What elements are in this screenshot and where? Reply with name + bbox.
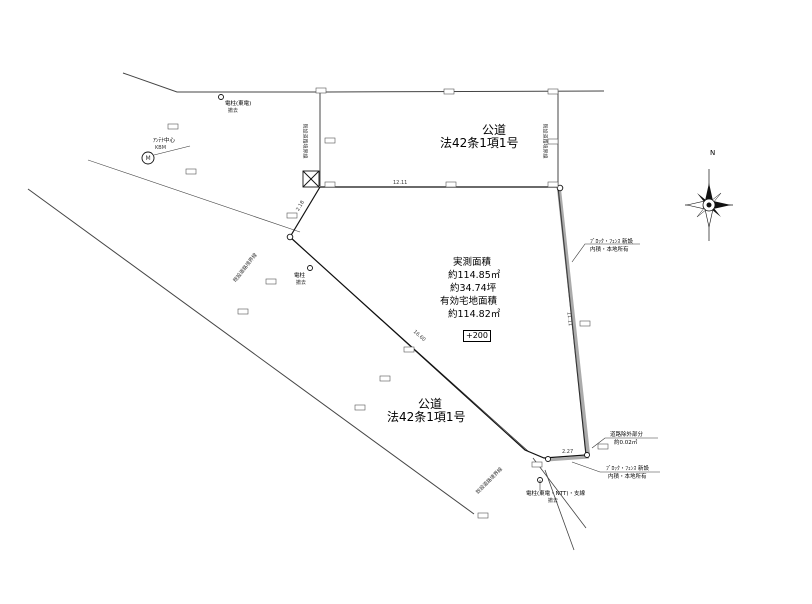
benchmark-symbol: M <box>145 154 151 162</box>
fence-right-2-sub: 内積・本地所有 <box>608 474 647 480</box>
fence-right-2: ﾌﾞﾛｯｸ・ﾌｪﾝｽ 新設 <box>606 466 649 472</box>
upper-road-top-edge <box>122 72 605 93</box>
pole-mid-sub: 撤去 <box>296 280 307 286</box>
upper-road-law: 法42条1項1号 <box>440 136 519 150</box>
benchmark-circle <box>141 151 155 165</box>
pole-top-label: 電柱(東電) <box>225 101 252 107</box>
dim-bottom-short: 2.27 <box>562 449 574 455</box>
excluded-title: 道路除外部分 <box>610 432 644 438</box>
fence-right-1: ﾌﾞﾛｯｸ・ﾌｪﾝｽ 新設 <box>590 239 633 245</box>
leader-lines <box>153 145 660 490</box>
corner-point-w <box>286 233 294 241</box>
boundary-top-left: 既設道路境界線 <box>301 123 308 159</box>
fence-right-1-sub: 内積・本地所有 <box>590 247 629 253</box>
left-road-outer-edge <box>27 188 475 515</box>
bottom-fence-line <box>546 455 590 462</box>
diagonal-boundary-double <box>292 239 530 453</box>
pole-bottom-label: 電柱(東電・NTT)・支線 <box>526 491 586 497</box>
corner-point-s <box>584 452 590 458</box>
corner-markers <box>141 94 590 483</box>
benchmark-label: ｱﾝﾃﾅ中心 <box>153 138 176 144</box>
effective-area-sqm: 約114.82㎡ <box>448 309 501 320</box>
pole-mid-label: 電柱 <box>294 273 306 279</box>
boundary-top-right: 既設道路境界線 <box>541 123 548 159</box>
dim-top-edge: 12.11 <box>393 180 408 186</box>
excluded-value: 約0.02㎡ <box>614 440 638 446</box>
right-fence-line <box>557 188 590 455</box>
north-label: N <box>710 149 716 157</box>
lower-road-law: 法42条1項1号 <box>387 410 466 424</box>
pole-top-sub: 撤去 <box>228 108 239 114</box>
lower-road-name: 公道 <box>418 397 443 411</box>
area-title: 実測面積 <box>453 257 492 268</box>
measurement-tags <box>167 87 609 519</box>
diagonal-road-edge <box>87 159 301 233</box>
road-lines <box>27 72 605 551</box>
north-arrow-icon <box>685 169 733 241</box>
corner-point-ne <box>556 184 564 192</box>
road-extension-line <box>532 457 587 529</box>
upper-road-name: 公道 <box>482 123 507 137</box>
area-tsubo: 約34.74坪 <box>450 283 497 294</box>
area-sqm: 約114.85㎡ <box>448 270 501 281</box>
road-extension-line-2 <box>544 469 575 551</box>
corner-point-se <box>545 456 551 462</box>
pole-bottom-sub: 撤去 <box>548 498 559 504</box>
utility-pole-top <box>218 94 224 100</box>
benchmark-sub: KBM <box>155 145 167 151</box>
area-box-label: +200 <box>463 330 491 342</box>
effective-area-title: 有効宅地面積 <box>440 296 498 307</box>
utility-pole-mid <box>307 265 313 271</box>
